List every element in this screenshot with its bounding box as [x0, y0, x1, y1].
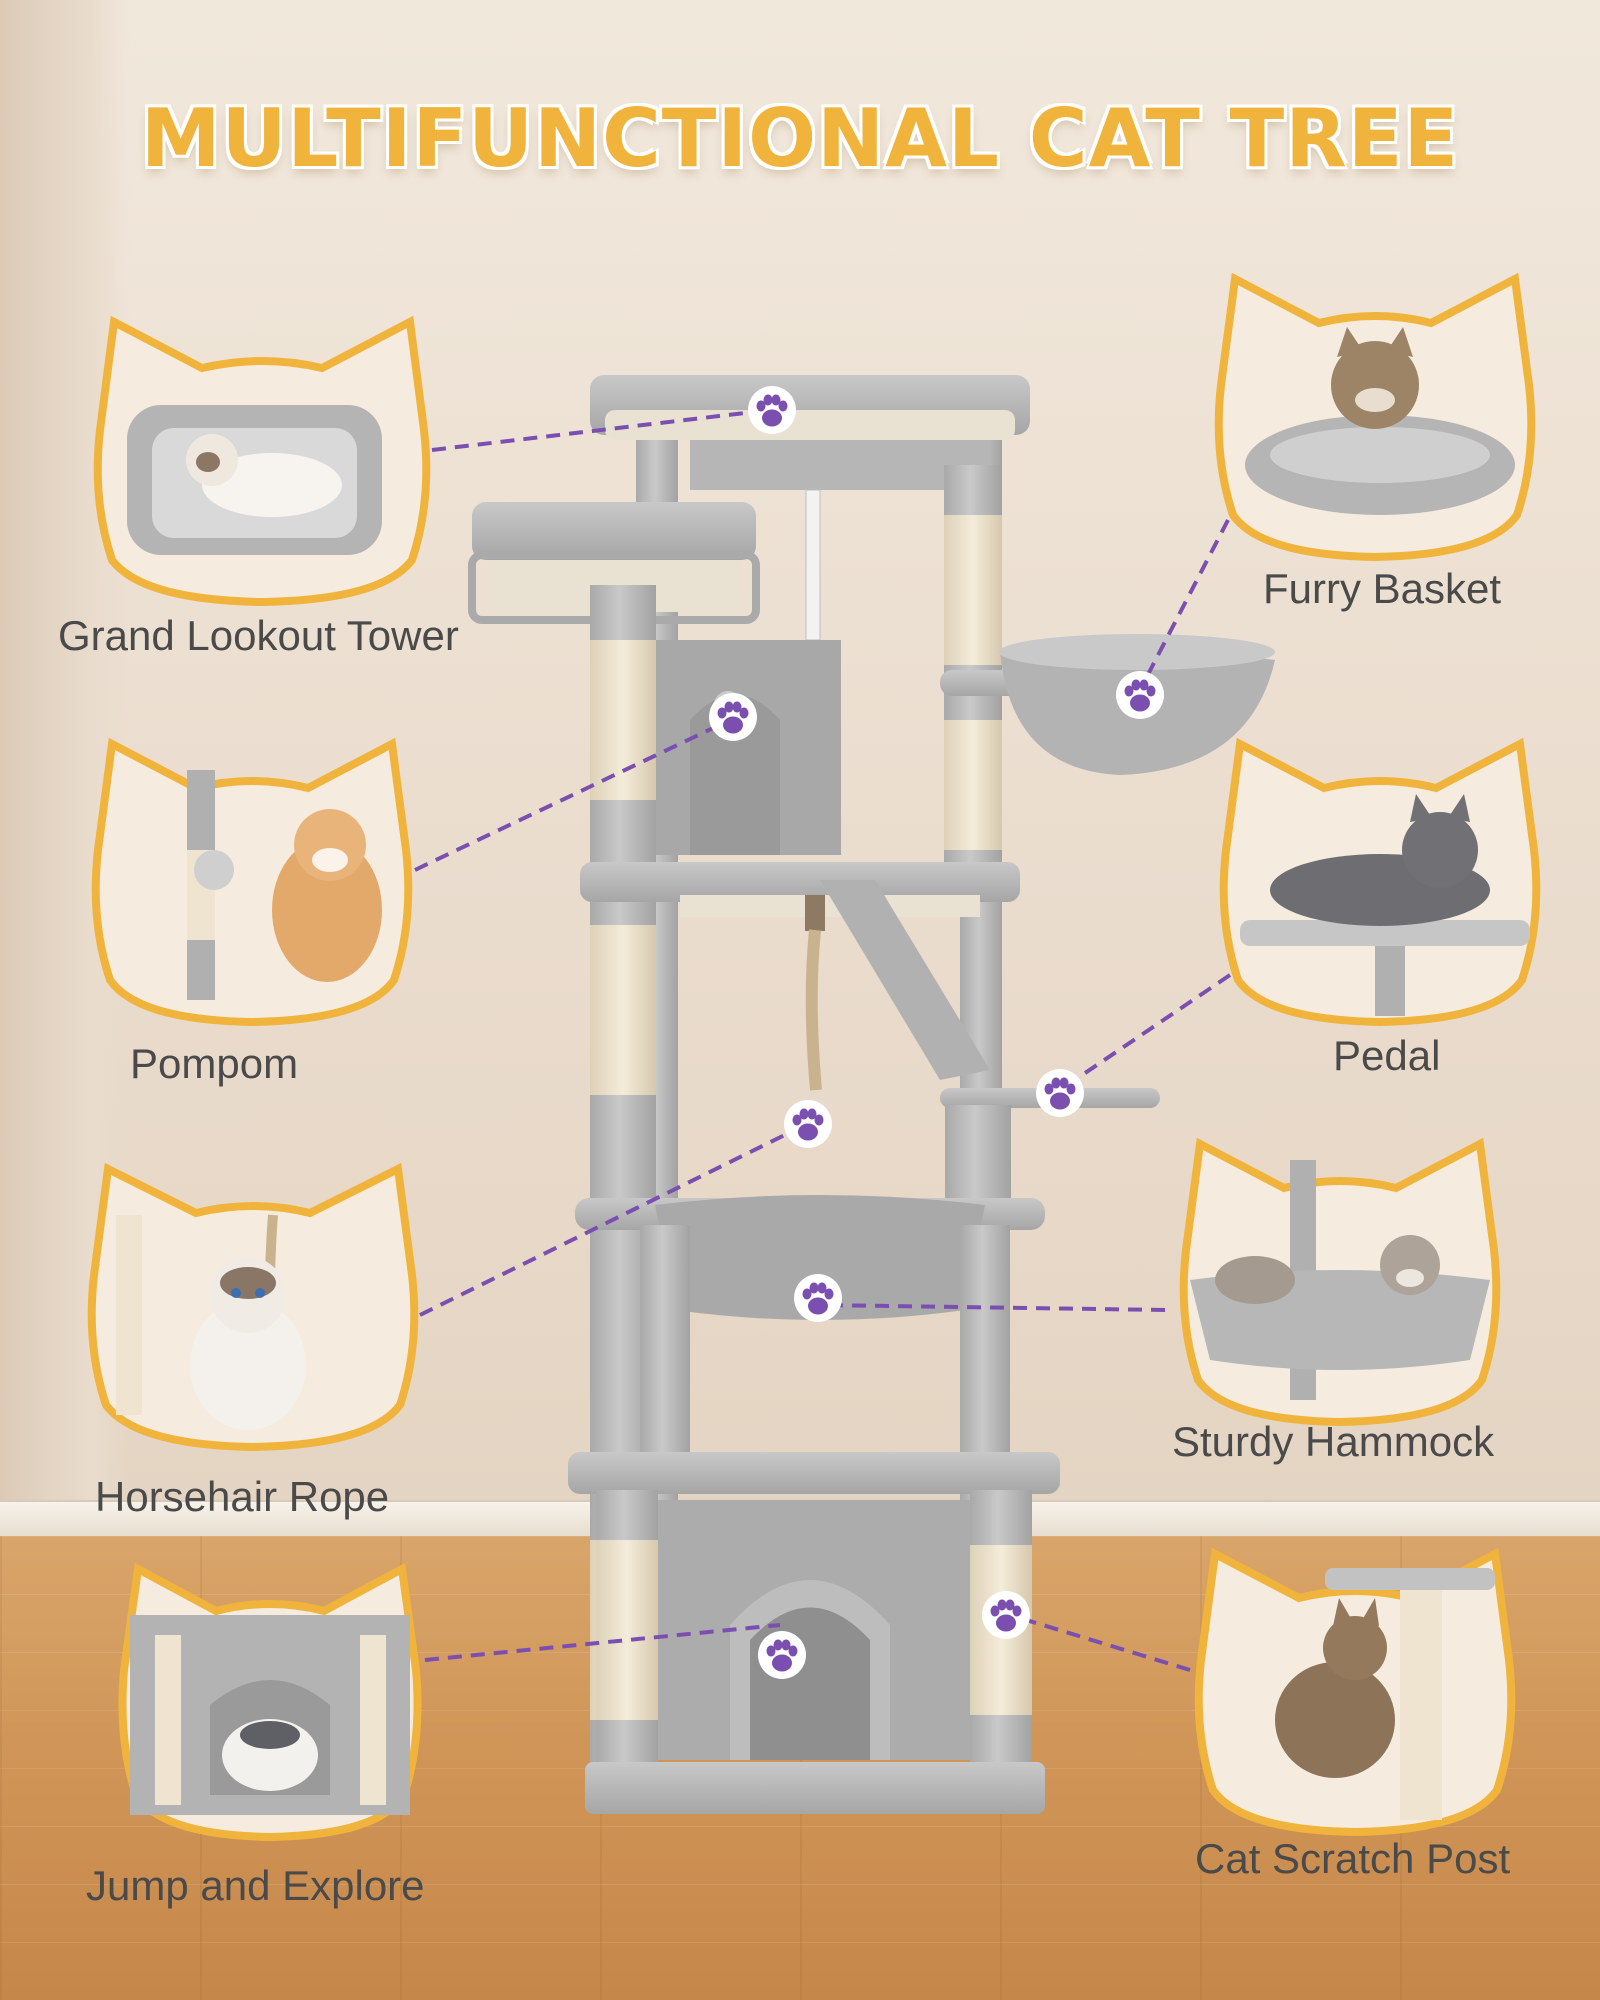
callout-horsehair-rope	[87, 1162, 419, 1452]
paw-print-icon	[794, 1274, 842, 1322]
paw-print-icon	[1036, 1069, 1084, 1117]
callout-pompom	[91, 737, 413, 1027]
horsehair-rope	[805, 929, 822, 1091]
label-pedal: Pedal	[1333, 1032, 1441, 1079]
base-board	[585, 1762, 1045, 1814]
paw-print-icon	[784, 1100, 832, 1148]
paw-print-icon	[709, 693, 757, 741]
label-grand-lookout-tower: Grand Lookout Tower	[58, 612, 459, 659]
paw-print-icon	[1116, 671, 1164, 719]
second-perch	[472, 502, 756, 560]
callout-jump-and-explore	[118, 1562, 422, 1842]
callout-grand-lookout-tower	[93, 315, 431, 607]
label-horsehair-rope: Horsehair Rope	[95, 1473, 390, 1520]
label-pompom: Pompom	[130, 1040, 299, 1087]
callout-cat-scratch-post	[1194, 1547, 1516, 1837]
lower-platform	[568, 1452, 1060, 1494]
page-title: MULTIFUNCTIONAL CAT TREE	[140, 92, 1460, 185]
label-furry-basket: Furry Basket	[1263, 565, 1502, 612]
callout-pedal	[1219, 737, 1541, 1027]
paw-print-icon	[748, 386, 796, 434]
ramp	[820, 880, 990, 1080]
callout-furry-basket	[1214, 272, 1536, 562]
label-jump-and-explore: Jump and Explore	[86, 1862, 425, 1909]
label-sturdy-hammock: Sturdy Hammock	[1172, 1418, 1495, 1465]
label-cat-scratch-post: Cat Scratch Post	[1195, 1835, 1511, 1882]
paw-print-icon	[758, 1631, 806, 1679]
middle-platform	[580, 862, 1020, 902]
paw-print-icon	[982, 1591, 1030, 1639]
callout-sturdy-hammock	[1179, 1137, 1501, 1427]
sturdy-hammock	[655, 1195, 985, 1320]
